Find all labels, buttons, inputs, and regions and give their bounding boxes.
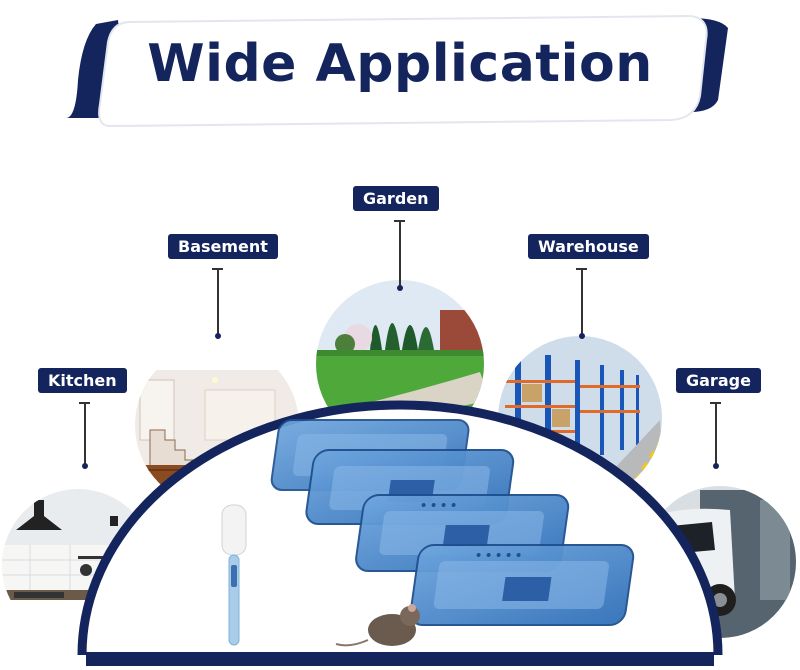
connector-kitchen bbox=[80, 402, 89, 464]
connector-garden bbox=[395, 220, 404, 286]
mouse-figure bbox=[335, 604, 420, 647]
page-title: Wide Application bbox=[147, 34, 653, 94]
cleaning-brush bbox=[221, 504, 247, 646]
connector-dot-kitchen bbox=[82, 463, 88, 469]
connector-basement bbox=[213, 268, 222, 334]
location-label-garden: Garden bbox=[353, 186, 439, 211]
connector-garage bbox=[711, 402, 720, 464]
connector-dot-garden bbox=[397, 285, 403, 291]
location-label-kitchen: Kitchen bbox=[38, 368, 127, 393]
location-label-warehouse: Warehouse bbox=[528, 234, 649, 259]
connector-dot-garage bbox=[713, 463, 719, 469]
location-label-basement: Basement bbox=[168, 234, 278, 259]
location-label-garage: Garage bbox=[676, 368, 761, 393]
title-banner bbox=[66, 14, 728, 128]
connector-warehouse bbox=[577, 268, 586, 334]
connector-dot-basement bbox=[215, 333, 221, 339]
mouse-traps bbox=[270, 419, 635, 626]
connector-dot-warehouse bbox=[579, 333, 585, 339]
